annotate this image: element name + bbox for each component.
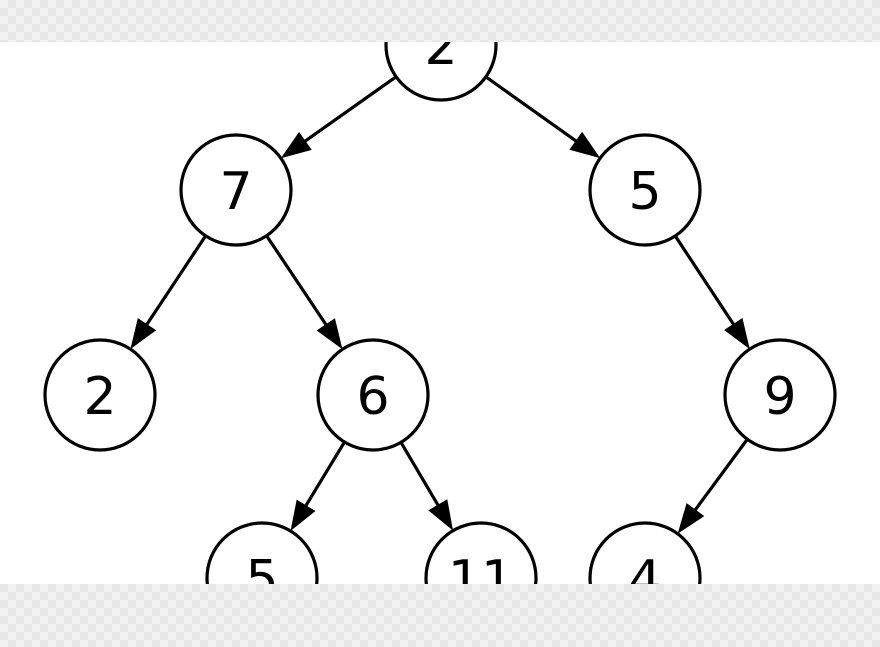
tree-node: 5 — [205, 521, 319, 584]
tree-edge-n2-n5 — [673, 235, 750, 350]
tree-edge-n0-n1 — [280, 75, 398, 159]
node-circle — [43, 338, 157, 452]
node-circle — [316, 338, 430, 452]
edge-line — [673, 235, 736, 327]
node-circle — [723, 338, 837, 452]
node-label: 4 — [628, 550, 661, 584]
edge-line — [484, 75, 579, 144]
edges-layer — [130, 75, 750, 534]
node-circle — [205, 521, 319, 584]
node-label: 5 — [628, 162, 661, 222]
edge-line — [144, 234, 207, 327]
arrowhead-icon — [130, 318, 157, 350]
bottom-checker-band — [0, 584, 880, 647]
node-circle — [384, 42, 498, 102]
arrowhead-icon — [569, 131, 601, 159]
tree-node: 5 — [588, 133, 702, 247]
arrowhead-icon — [677, 503, 705, 534]
tree-node: 4 — [588, 521, 702, 584]
tree-node: 7 — [179, 133, 293, 247]
node-label: 2 — [424, 42, 457, 77]
binary-tree-diagram: 2 7 5 2 6 9 5 11 4 — [0, 42, 880, 584]
arrowhead-icon — [316, 318, 343, 350]
tree-edge-n1-n4 — [265, 234, 343, 350]
node-label: 7 — [219, 162, 252, 222]
diagram-background — [0, 42, 880, 584]
edge-line — [303, 441, 346, 508]
tree-node: 2 — [384, 42, 498, 102]
edge-line — [265, 234, 329, 327]
node-circle — [588, 133, 702, 247]
edge-line — [399, 441, 441, 508]
tree-node: 2 — [43, 338, 157, 452]
nodes-layer: 2 7 5 2 6 9 5 11 4 — [43, 42, 837, 584]
arrowhead-icon — [724, 317, 750, 350]
tree-edge-n4-n7 — [399, 441, 454, 531]
node-circle — [179, 133, 293, 247]
tree-node: 6 — [316, 338, 430, 452]
node-circle — [424, 521, 538, 584]
node-label: 11 — [448, 550, 514, 584]
arrowhead-icon — [280, 131, 312, 159]
tree-edge-n4-n6 — [290, 441, 346, 531]
node-label: 9 — [763, 367, 796, 427]
tree-node: 11 — [424, 521, 538, 584]
node-label: 5 — [245, 550, 278, 584]
edge-line — [302, 75, 398, 144]
tree-node: 9 — [723, 338, 837, 452]
tree-diagram-panel: 2 7 5 2 6 9 5 11 4 — [0, 42, 880, 584]
node-label: 6 — [356, 367, 389, 427]
arrowhead-icon — [428, 499, 454, 531]
tree-edge-n0-n2 — [484, 75, 601, 159]
tree-edge-n1-n3 — [130, 234, 207, 350]
edge-line — [692, 438, 749, 513]
node-circle — [588, 521, 702, 584]
arrowhead-icon — [290, 499, 316, 531]
node-label: 2 — [83, 367, 116, 427]
tree-edge-n5-n8 — [677, 438, 749, 534]
